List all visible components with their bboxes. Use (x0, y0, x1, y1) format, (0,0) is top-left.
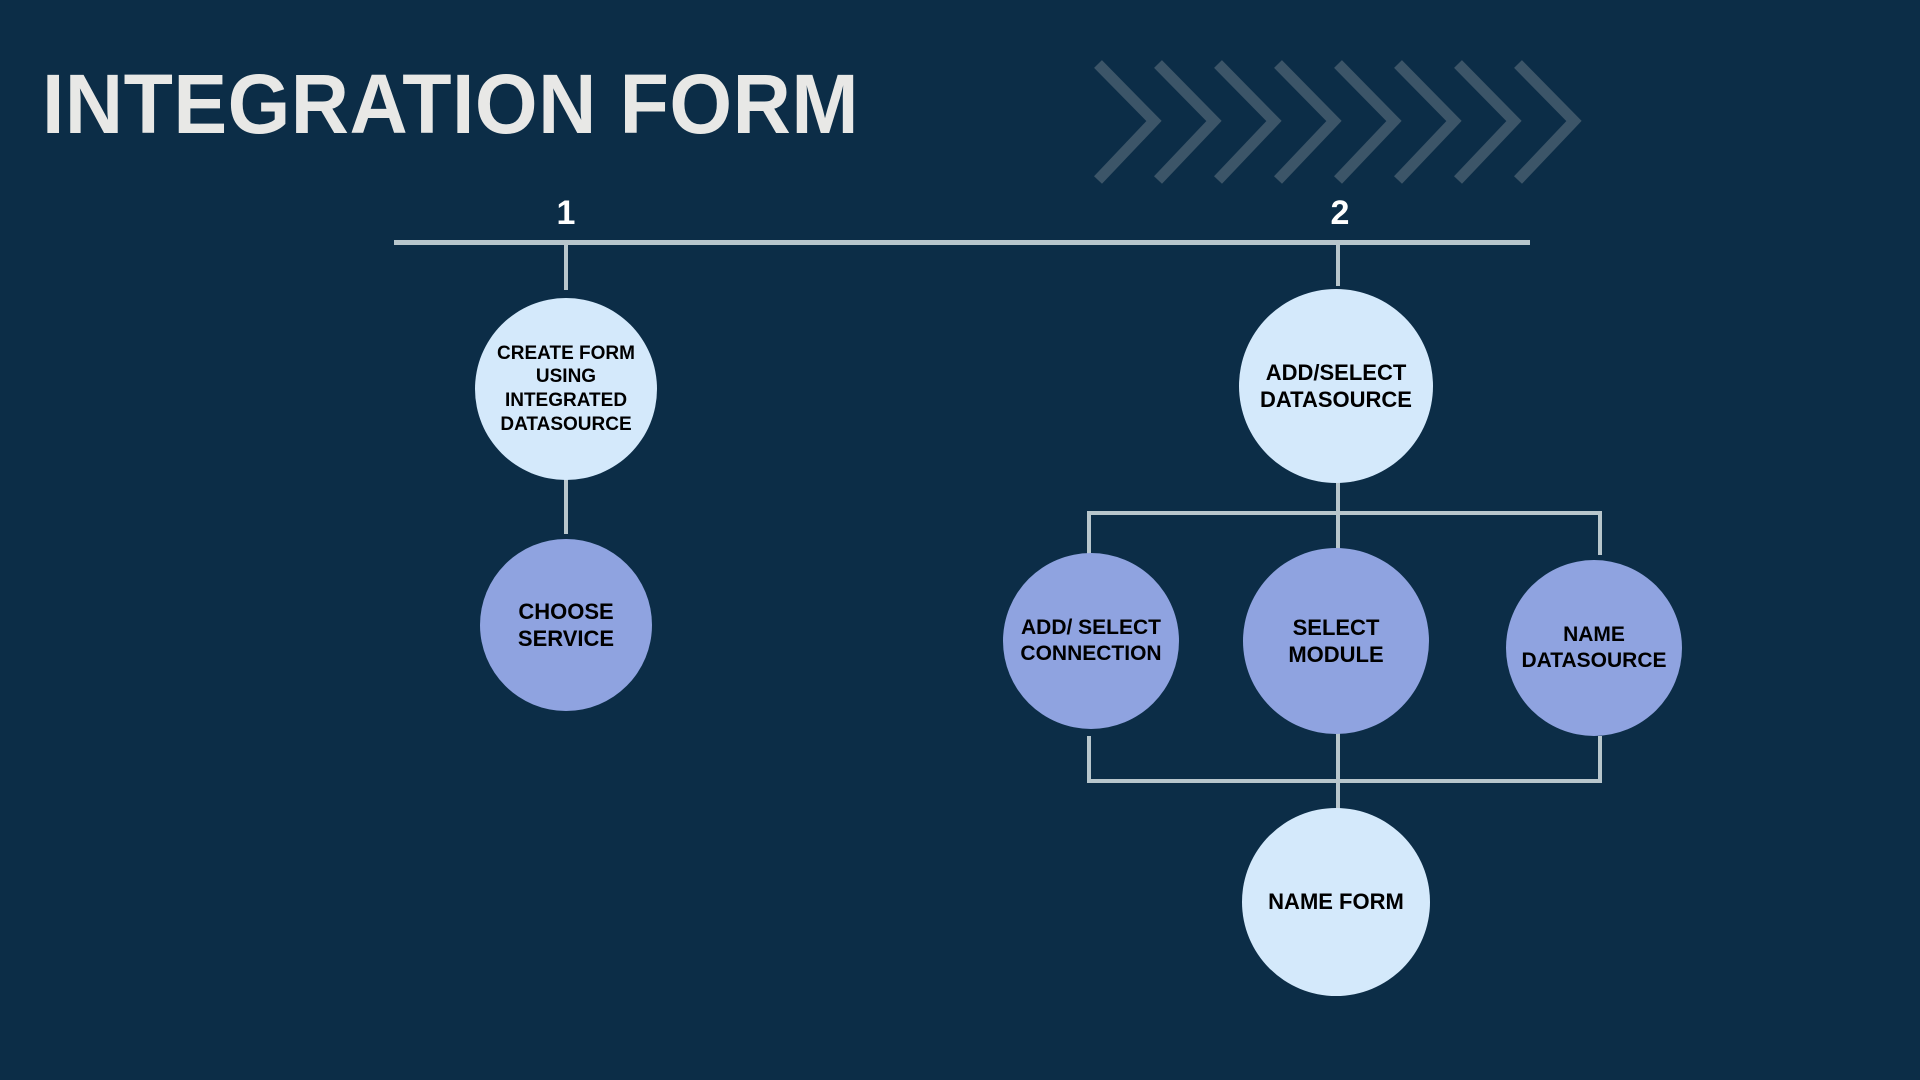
node-select-module-label: SELECT MODULE (1288, 614, 1384, 668)
node-choose-service-label: CHOOSE SERVICE (517, 598, 615, 652)
connector-create-form-to-choose-service (564, 466, 568, 534)
connector-upper-drop-center (1336, 511, 1340, 555)
node-choose-service[interactable]: CHOOSE SERVICE (480, 539, 652, 711)
connector-step1-to-create-form (564, 240, 568, 290)
connector-step2-to-datasource (1336, 240, 1340, 286)
page-title: INTEGRATION FORM (42, 57, 860, 151)
connector-upper-drop-left (1087, 511, 1091, 555)
node-select-module[interactable]: SELECT MODULE (1243, 548, 1429, 734)
node-add-select-connection-label: ADD/ SELECT CONNECTION (1020, 615, 1162, 665)
connector-stem-to-name-form (1336, 779, 1340, 820)
connector-lower-rise-left (1087, 736, 1091, 782)
step-number-1: 1 (556, 194, 576, 232)
connector-lower-rise-center (1336, 722, 1340, 782)
connector-lower-bracket-bar (1087, 779, 1602, 783)
connector-datasource-stem (1336, 478, 1340, 514)
timeline-rule (394, 240, 1530, 245)
node-name-form-label: NAME FORM (1268, 889, 1404, 915)
node-name-datasource[interactable]: NAME DATASOURCE (1506, 560, 1682, 736)
step-number-2: 2 (1330, 194, 1350, 232)
node-name-datasource-label: NAME DATASOURCE (1521, 622, 1667, 672)
node-add-select-datasource-label: ADD/SELECT DATASOURCE (1260, 359, 1412, 413)
connector-lower-rise-right (1598, 736, 1602, 782)
connector-upper-bracket-bar (1087, 511, 1602, 515)
node-name-form[interactable]: NAME FORM (1242, 808, 1430, 996)
connector-upper-drop-right (1598, 511, 1602, 555)
chevron-decoration (1094, 60, 1582, 184)
node-create-form[interactable]: CREATE FORM USING INTEGRATED DATASOURCE (475, 298, 657, 480)
node-add-select-datasource[interactable]: ADD/SELECT DATASOURCE (1239, 289, 1433, 483)
node-create-form-label: CREATE FORM USING INTEGRATED DATASOURCE (497, 342, 635, 435)
node-add-select-connection[interactable]: ADD/ SELECT CONNECTION (1003, 553, 1179, 729)
